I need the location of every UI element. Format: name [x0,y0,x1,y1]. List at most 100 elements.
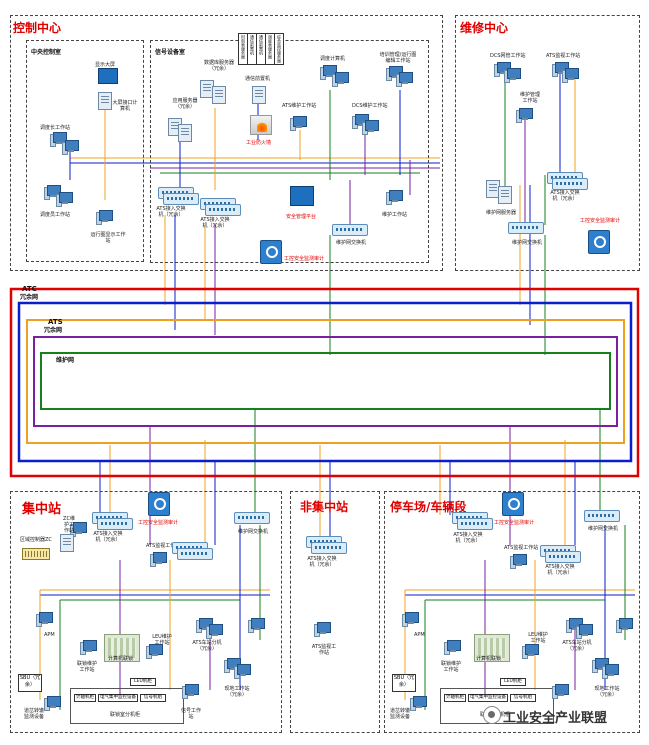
sbu-cs: SBU（冗余） [18,674,42,692]
sbu-depot: SBU（冗余） [392,674,416,692]
dcs-monitor-depot-icon [410,696,427,711]
dcs-monitor-cs-icon [44,696,61,711]
auditor-cc-label: 工控安全监测审计 [284,256,325,262]
watermark-text: 工业安全产业联盟 [503,711,608,726]
screen-interface-pc-icon [98,92,112,110]
ats-station-ws-cs-label: 现地工作站（冗余） [224,686,250,698]
auditor-depot-label: 工控安全监测审计 [494,520,535,526]
rack-3-label: 通信前置机 [259,35,264,55]
plan-ws-2-icon [396,72,413,87]
signal-ws-cs-label: 信号工作站 [180,708,201,720]
ats-access-switch-cc-1b [163,193,199,205]
dispatcher-ws-2-label: 调度员工作站 [40,212,71,218]
interlock-pc-cs-label: 计算机联锁 [108,656,134,662]
auditor-mc-icon [588,230,610,254]
signal-ws-cs-2-icon [182,684,199,699]
ats-redundant-ring [33,336,618,427]
maint-switch-cc-label: 维护网交换机 [336,240,367,246]
slot-depot-3: 信号机组 [510,694,536,702]
ats-station-ws-depot-2-icon [602,664,619,679]
dcs-maint-ws-2-icon [362,120,379,135]
dcs-maint-ws-label: DCS维护工作站 [352,103,388,109]
leu-cs-label: LEU维护工作站 [152,634,172,646]
slot-cs-3: 信号机组 [140,694,166,702]
depot-title: 停车场/车辆段 [390,500,467,514]
wechat-logo-icon [483,706,501,724]
ats-access-switch-ncs-b [311,542,347,554]
ats-label: ATS [48,318,63,326]
security-platform-icon [290,186,314,206]
zc-panel-icon [22,548,50,560]
ats-monitor-ws-cs-label: ATS监视工作站 [146,543,181,549]
ats-monitor-ws-mc-2-icon [562,68,579,83]
ats-access-sw-cs-label: ATS接入交换机（冗余） [93,531,123,543]
dispatch-pc-2-icon [332,72,349,87]
ats-ext-pc-depot-label: ATS车站分机（冗余） [562,640,592,652]
non-central-station-region [290,491,380,733]
ats-monitor-ws-cs-icon [150,552,167,567]
track-cs: LEU机柜 [130,678,156,686]
ats-ext-pc-cs-label: ATS车站分机（冗余） [192,640,222,652]
slot-depot-1: 计轴机柜 [444,694,466,702]
signal-equipment-room-box [150,40,429,263]
signal-ws-cs-icon [248,618,265,633]
db-server-2-icon [212,86,226,104]
dispatch-pc-icon [320,65,337,80]
ats-access-switch-cc-2b [205,204,241,216]
atc-label: ATC [22,285,37,293]
dispatch-pc-label: 调度计算机 [320,56,346,62]
rack-5: 综合监控服务器 [274,33,284,65]
slot-depot-2: 电气集中监控设备 [468,694,508,702]
ats-station-ws-depot-label: 现地工作站（冗余） [594,686,620,698]
track-depot: LEU机柜 [500,678,526,686]
security-platform-label: 安全管理平台 [286,214,317,220]
maint-switch-cs [234,512,270,524]
maint-server-2-icon [498,186,512,204]
central-station-title: 集中站 [22,502,62,517]
ats-maint-ws-icon [290,116,307,131]
ats-monitor-ws-ncs-icon [314,622,331,637]
dispatcher-ws-1-icon [50,132,67,147]
maint-ring [40,352,611,410]
ats-access-switch-cs-b [97,518,133,530]
ats-access-sw-depot-2-label: ATS接入交换机（冗余） [545,564,575,576]
interlock-room-box-depot [440,688,554,724]
display-screen-label: 显示大屏 [95,62,116,68]
control-center-region [10,15,443,271]
ats-access-switch-depot-b [457,518,493,530]
zc-maint-ws-label: ZC维护工作站 [63,516,75,534]
display-screen-icon [98,68,118,84]
ats-access-sw-depot-label: ATS接入交换机（冗余） [453,532,483,544]
maint-ws-cc-label: 维护工作站 [382,212,408,218]
ats-maint-ws-label: ATS维护工作站 [282,103,317,109]
dispatcher-ws-2-icon [44,185,61,200]
apm-cs-icon [36,612,53,627]
rack-1-label: 时刻表服务器 [241,35,246,59]
maintenance-center-title: 维修中心 [460,21,509,35]
central-control-room-title: 中央控制室 [31,49,62,56]
auditor-depot-icon [502,492,524,516]
central-station-region [10,491,282,733]
ats-monitor-ws-depot-label: ATS监视工作站 [504,545,539,551]
control-center-title: 控制中心 [13,21,62,35]
firewall-label: 工业防火墙 [246,140,272,146]
ats-access-sw-2-label: ATS接入交换机（冗余） [200,217,230,229]
ats-access-switch-depot-2b [545,551,581,563]
maint-switch-depot [584,510,620,522]
app-server-label: 应用服务器（冗余） [172,98,198,110]
ats-access-sw-mc-label: ATS接入交换机（冗余） [550,190,580,202]
interlock-pc-depot-label: 计算机联锁 [476,656,502,662]
slot-bottom-cs-label: 联锁室分机柜 [110,712,141,718]
rack-5-label: 综合监控服务器 [277,35,282,63]
screen-interface-pc-label: 大屏接口计算机 [112,100,138,112]
redundant-ring [17,301,633,463]
ats-monitor-ws-depot-icon [510,554,527,569]
maint-switch-depot-label: 维护网交换机 [588,526,619,532]
ats-monitor-ws-mc-label: ATS监视工作站 [546,53,581,59]
ats-monitor-ws-ncs-label: ATS监视工作站 [311,644,337,656]
auditor-cc-icon [260,240,282,264]
dispatcher-ws-2b-icon [56,192,73,207]
plan-ws-label: 培训管理/运行图编辑工作站 [379,52,417,64]
comm-fep-label: 通信前置机 [245,76,271,82]
